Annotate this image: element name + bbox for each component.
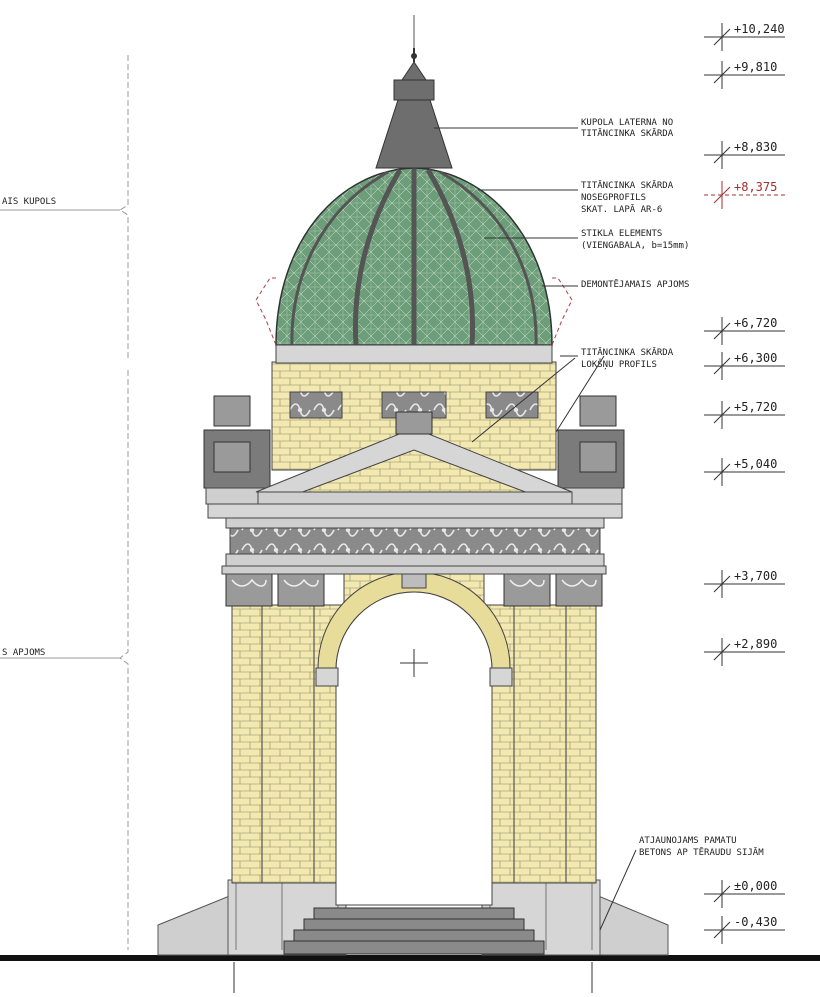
note-drum-sheet-2: LOKŠŅU PROFILS xyxy=(581,358,657,370)
level-marker: +8,830 xyxy=(704,140,785,169)
level-marker: +9,810 xyxy=(704,60,785,89)
dome xyxy=(275,167,553,364)
leader-lines xyxy=(434,127,637,931)
level-value: +5,040 xyxy=(734,457,777,471)
level-marker: +3,700 xyxy=(704,569,785,598)
note-dome-sheet-3: SKAT. LAPĀ AR-6 xyxy=(581,204,662,215)
note-foundation-2: BETONS AP TĒRAUDU SIJĀM xyxy=(639,847,764,858)
level-tick xyxy=(713,458,731,486)
note-drum-sheet-1: TITĀNCINKA SKĀRDA xyxy=(581,347,674,358)
archway xyxy=(315,567,513,906)
note-lantern-2: TITĀNCINKA SKĀRDA xyxy=(581,128,674,139)
level-marker: +6,300 xyxy=(704,351,785,380)
level-marker: +5,720 xyxy=(704,400,785,429)
level-value: +6,300 xyxy=(734,351,777,365)
annotation-glass: STIKLA ELEMENTS (VIENGABALA, b=15mm) xyxy=(581,229,689,251)
annotation-foundation: ATJAUNOJAMS PAMATU BETONS AP TĒRAUDU SIJ… xyxy=(639,836,764,858)
level-marker: +5,040 xyxy=(704,457,785,486)
left-dimension-brackets xyxy=(0,55,129,950)
note-demolish: DEMONTĒJAMAIS APJOMS xyxy=(581,279,689,290)
note-dome-sheet-2: NOSEGPROFILS xyxy=(581,193,646,203)
capitals xyxy=(221,565,607,607)
level-tick xyxy=(713,181,731,209)
level-tick xyxy=(713,880,731,908)
side-label-upper: AIS KUPOLS xyxy=(2,197,56,207)
note-dome-sheet-1: TITĀNCINKA SKĀRDA xyxy=(581,180,674,191)
level-marker: ±0,000 xyxy=(704,879,785,908)
level-value: +9,810 xyxy=(734,60,777,74)
annotation-dome-sheet: TITĀNCINKA SKĀRDA NOSEGPROFILS SKAT. LAP… xyxy=(581,180,674,215)
level-marker: +6,720 xyxy=(704,316,785,345)
level-markers: +10,240 +9,810 +8,830 +8,375 +6,720 +6,300 +5,… xyxy=(704,22,785,944)
note-glass-1: STIKLA ELEMENTS xyxy=(581,229,662,239)
level-marker: -0,430 xyxy=(704,915,785,944)
level-tick xyxy=(713,141,731,169)
level-tick xyxy=(713,570,731,598)
annotation-lantern: KUPOLA LATERNA NO TITĀNCINKA SKĀRDA xyxy=(581,118,674,139)
level-tick xyxy=(713,317,731,345)
level-value: +8,375 xyxy=(734,180,777,194)
level-tick xyxy=(713,916,731,944)
pediment xyxy=(255,411,573,505)
level-marker: +10,240 xyxy=(704,22,785,51)
side-label-lower: S APJOMS xyxy=(2,648,45,658)
note-lantern-1: KUPOLA LATERNA NO xyxy=(581,118,673,128)
note-foundation-1: ATJAUNOJAMS PAMATU xyxy=(639,836,737,846)
level-value: +10,240 xyxy=(734,22,785,36)
level-value: ±0,000 xyxy=(734,879,777,893)
level-tick xyxy=(713,352,731,380)
level-value: +5,720 xyxy=(734,400,777,414)
lantern xyxy=(375,48,453,169)
level-tick xyxy=(713,638,731,666)
level-value: -0,430 xyxy=(734,915,777,929)
entrance-steps xyxy=(283,907,545,955)
level-value: +2,890 xyxy=(734,637,777,651)
entablature xyxy=(207,503,623,567)
note-glass-2: (VIENGABALA, b=15mm) xyxy=(581,241,689,251)
ground-line xyxy=(0,955,820,961)
level-value: +3,700 xyxy=(734,569,777,583)
level-value: +8,830 xyxy=(734,140,777,154)
annotation-demolish: DEMONTĒJAMAIS APJOMS xyxy=(581,279,689,290)
annotation-drum-sheet: TITĀNCINKA SKĀRDA LOKŠŅU PROFILS xyxy=(581,347,674,370)
level-tick xyxy=(713,61,731,89)
level-marker: +8,375 xyxy=(704,180,785,209)
level-marker: +2,890 xyxy=(704,637,785,666)
level-value: +6,720 xyxy=(734,316,777,330)
demolish-outline xyxy=(255,277,573,346)
level-tick xyxy=(713,401,731,429)
level-tick xyxy=(713,23,731,51)
